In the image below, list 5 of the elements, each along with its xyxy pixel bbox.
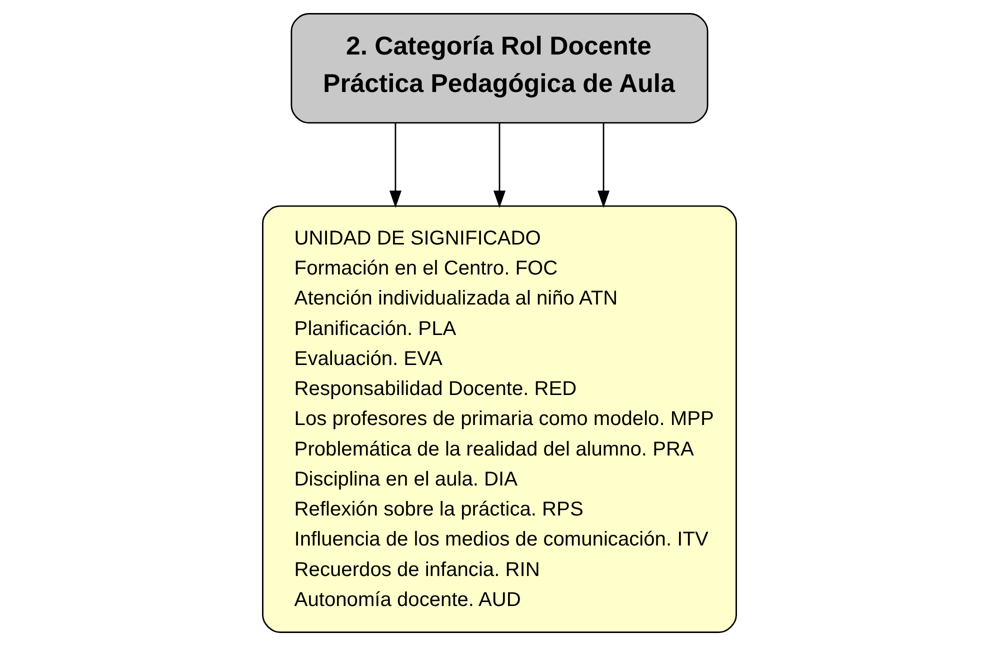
node-box: 2. Categoría Rol Docente Práctica Pedagógica de Aula	[290, 13, 708, 124]
node-box: UNIDAD DE SIGNIFICADO Formación en el Centro. FOC Atención individualizada al niño ATN Planificación. PLA Evaluación. EVA Responsabilidad Docente. RED Los profesores de primaria como modelo. MPP Problemática de la realidad del alumno. PRA Disciplina en el aula. DIA Reflexión sobre la práctica. RPS Influencia de los medios de comunicación. ITV Recuerdos de infancia. RIN Autonomía docente. AUD	[262, 205, 736, 633]
arrow	[388, 123, 401, 208]
arrow	[492, 123, 506, 208]
arrow	[597, 123, 610, 208]
